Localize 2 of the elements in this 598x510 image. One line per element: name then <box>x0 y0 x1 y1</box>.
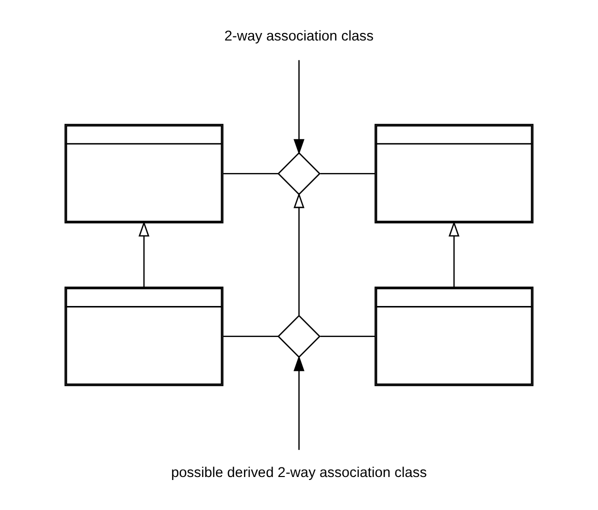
node-text: possible derived 2-way association class <box>171 464 427 481</box>
node-text: 2-way association class <box>224 28 374 44</box>
